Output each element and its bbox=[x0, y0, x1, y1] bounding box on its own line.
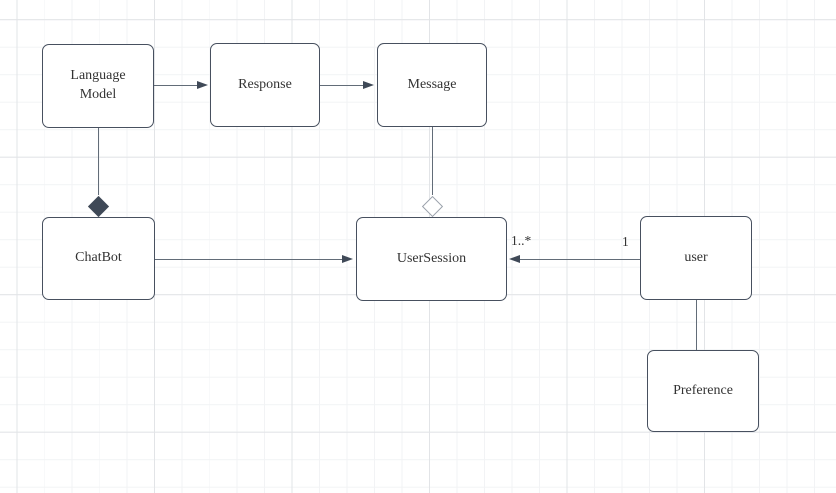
node-user[interactable]: user bbox=[640, 216, 752, 300]
node-label: Language Model bbox=[70, 68, 126, 102]
node-language-model[interactable]: Language Model bbox=[42, 44, 154, 128]
node-label: Response bbox=[238, 76, 292, 92]
edge-line[interactable] bbox=[98, 128, 99, 195]
node-label: UserSession bbox=[396, 250, 467, 266]
node-label: user bbox=[684, 249, 708, 265]
multiplicity-target-label: 1..* bbox=[511, 233, 532, 248]
node-usersession[interactable]: UserSession bbox=[356, 217, 507, 301]
composition-diamond-icon bbox=[87, 195, 109, 217]
node-label: ChatBot bbox=[75, 250, 122, 266]
node-label: Message bbox=[407, 76, 457, 92]
multiplicity-source-label: 1 bbox=[622, 234, 629, 249]
node-chatbot[interactable]: ChatBot bbox=[42, 217, 155, 300]
node-message[interactable]: Message bbox=[377, 43, 487, 127]
arrowhead-icon bbox=[363, 80, 374, 89]
aggregation-diamond-icon bbox=[421, 195, 443, 217]
edge-line[interactable] bbox=[432, 127, 433, 195]
edge-line[interactable] bbox=[696, 300, 697, 350]
edge-line[interactable] bbox=[320, 85, 364, 86]
node-label: Preference bbox=[673, 382, 733, 398]
arrowhead-icon bbox=[342, 254, 353, 263]
node-preference[interactable]: Preference bbox=[647, 350, 759, 432]
arrowhead-icon bbox=[197, 80, 208, 89]
node-response[interactable]: Response bbox=[210, 43, 320, 127]
edge-line[interactable] bbox=[155, 259, 343, 260]
edge-line[interactable] bbox=[520, 259, 640, 260]
edge-line[interactable] bbox=[154, 85, 199, 86]
arrowhead-icon bbox=[509, 254, 520, 263]
